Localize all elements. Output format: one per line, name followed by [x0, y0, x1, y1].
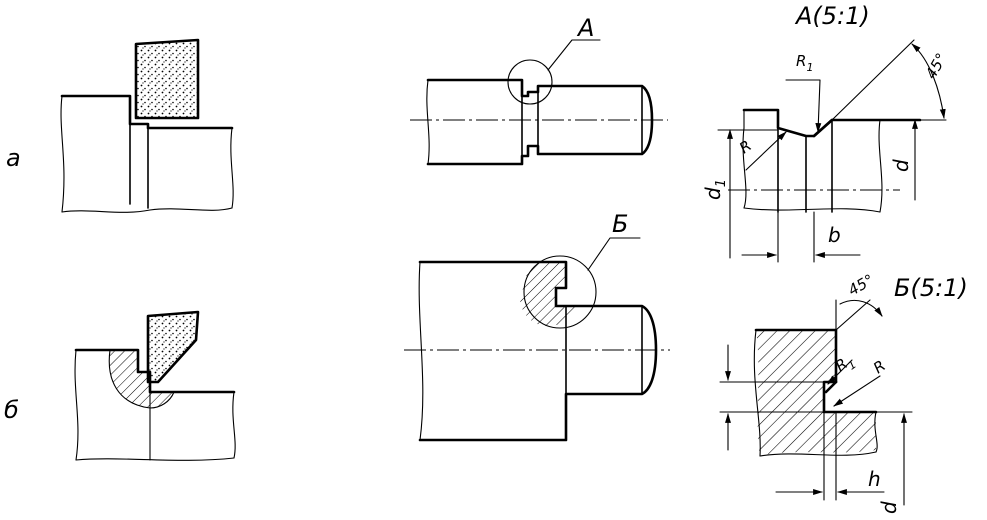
detail-a-title: А(5:1)	[794, 2, 870, 30]
detail-b-d-label: d	[877, 501, 901, 514]
grinding-wheel-fill	[136, 42, 198, 118]
detail-b-angle-label: 45°	[845, 271, 877, 300]
detail-b-r-label: R	[870, 357, 889, 378]
detail-a-d-label: d	[889, 159, 913, 172]
shaft-b	[404, 237, 670, 442]
detail-b-h-label: h	[868, 467, 881, 491]
view-a-grinding	[60, 38, 234, 213]
callout-label-a: А	[576, 14, 594, 42]
cutter-tool	[146, 310, 200, 384]
callout-circle-a	[507, 59, 553, 105]
detail-a-d1-label: d1	[701, 179, 729, 200]
detail-b-title: Б(5:1)	[894, 274, 968, 302]
callout-label-b: Б	[612, 210, 628, 238]
view-b-cutter	[74, 310, 236, 461]
detail-a-r1-label: R1	[796, 52, 813, 74]
break-line-bottom	[61, 207, 233, 213]
detail-a-b-label: b	[828, 223, 841, 247]
view-label-b: б	[4, 396, 19, 424]
detail-b	[719, 299, 913, 506]
detail-a-r-label: R	[736, 137, 755, 158]
view-label-a: а	[6, 144, 21, 172]
break-line-left	[60, 95, 65, 213]
grinding-wheel	[134, 38, 200, 120]
break-line-right	[230, 127, 234, 209]
callout-circle-b	[523, 255, 597, 329]
detail-a	[717, 39, 947, 263]
detail-a-angle-label: 45°	[922, 50, 951, 82]
shaft-a	[410, 39, 668, 166]
